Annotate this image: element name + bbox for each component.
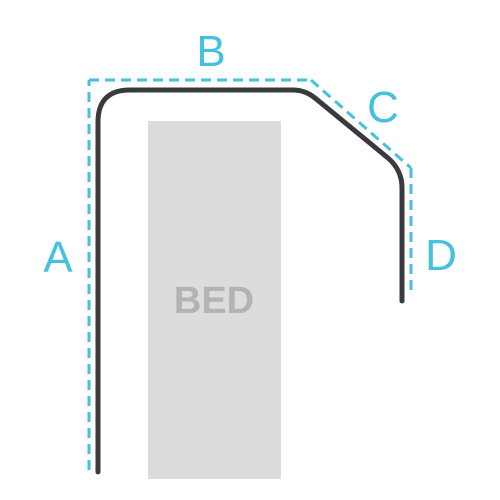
segment-label-c: C xyxy=(367,83,399,132)
bed-shape xyxy=(148,121,281,479)
segment-label-a: A xyxy=(43,233,73,282)
dimension-line-c xyxy=(310,78,412,170)
bed-label: BED xyxy=(174,280,254,322)
segment-label-b: B xyxy=(196,27,225,76)
segment-label-d: D xyxy=(425,231,457,280)
rail-track xyxy=(95,87,405,475)
